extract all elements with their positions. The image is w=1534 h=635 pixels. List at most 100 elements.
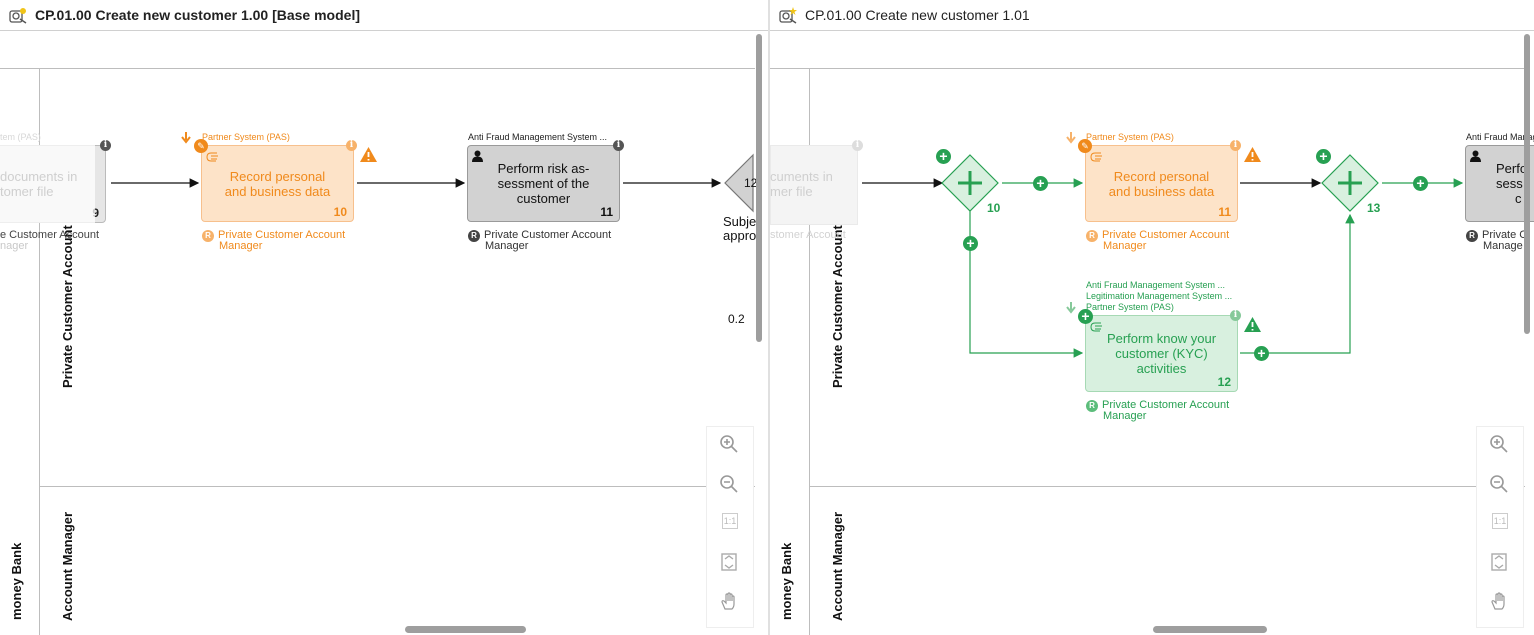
vertical-scrollbar[interactable] (756, 34, 762, 342)
task-number: 9 (92, 206, 99, 220)
gateway-label-line1: Subje (723, 214, 757, 229)
fade-overlay (0, 145, 95, 223)
added-marker-icon: + (1316, 149, 1331, 164)
download-arrow-icon (1066, 132, 1076, 144)
download-arrow-icon (181, 132, 191, 144)
vertical-scrollbar[interactable] (1524, 34, 1530, 334)
task-text-line1: cuments in (770, 169, 833, 184)
horizontal-scrollbar[interactable] (405, 626, 526, 633)
lane-separator (39, 486, 755, 487)
fit-page-icon[interactable] (1489, 552, 1509, 572)
zoom-in-icon[interactable] (719, 434, 739, 454)
info-icon[interactable]: i (346, 140, 357, 151)
task-system: tem (PAS) (0, 132, 41, 142)
role-line1: Private C (1482, 229, 1528, 241)
added-marker-icon: + (1254, 346, 1269, 361)
download-arrow-icon (1066, 302, 1076, 314)
task-system: Partner System (PAS) (1086, 132, 1174, 142)
task-text: Perform risk as-sessment of the customer (497, 161, 590, 206)
info-icon[interactable]: i (100, 140, 111, 151)
gateway-number: 12 (744, 176, 758, 190)
zoom-in-icon[interactable] (1489, 434, 1509, 454)
lane-header-border (39, 68, 40, 635)
sequence-flows (111, 153, 754, 213)
role-line2: Manager (219, 240, 263, 252)
role-line2: Manage (1483, 240, 1523, 252)
compare-model-panel: CP.01.00 Create new customer 1.01 money … (770, 0, 1534, 635)
info-icon[interactable]: i (852, 140, 863, 151)
task-partial[interactable] (770, 145, 858, 225)
info-icon[interactable]: i (613, 140, 624, 151)
task-text-line2: tomer file (0, 184, 54, 199)
lane-separator (809, 486, 1525, 487)
panel-divider[interactable] (768, 0, 770, 635)
task-record-personal-data[interactable]: Record personal and business data 11 (1085, 145, 1238, 222)
panel-header: CP.01.00 Create new customer 1.01 (770, 0, 1534, 31)
task-text: Record personal and business data (224, 168, 331, 199)
horizontal-scrollbar[interactable] (1153, 626, 1267, 633)
pool-top-border (770, 68, 1525, 69)
task-role: stomer Account (770, 229, 846, 241)
process-model-icon (9, 8, 27, 24)
task-text-line1: Perfo (1496, 161, 1528, 176)
gateway-number: 10 (987, 201, 1001, 215)
added-marker-icon: + (936, 149, 951, 164)
zoom-toolbar: 1:1 (706, 426, 754, 628)
zoom-out-icon[interactable] (719, 474, 739, 494)
process-model-icon (779, 7, 797, 24)
pool-top-border (0, 68, 755, 69)
task-text-line2: mer file (770, 184, 813, 199)
zoom-toolbar: 1:1 (1476, 426, 1524, 628)
manual-task-icon (206, 152, 218, 162)
task-number: 12 (1217, 375, 1231, 389)
hand-icon[interactable] (1489, 591, 1509, 611)
task-system-3: Partner System (PAS) (1086, 302, 1174, 312)
task-kyc-activities[interactable]: Perform know your customer (KYC) activit… (1085, 315, 1238, 392)
hand-icon[interactable] (719, 591, 739, 611)
role-line1: Private Customer Account (218, 229, 346, 241)
task-text-line1: documents in (0, 169, 78, 184)
warning-icon[interactable] (1243, 146, 1262, 163)
actual-size-button[interactable]: 1:1 (722, 513, 738, 529)
role-line1: Private Customer Account (1102, 229, 1230, 241)
role-line2: Manager (485, 240, 529, 252)
edit-icon[interactable]: ✎ (1078, 139, 1092, 153)
role-line2: Manager (1103, 240, 1147, 252)
added-marker-icon: + (1413, 176, 1428, 191)
gateway-number: 13 (1367, 201, 1381, 215)
panel-header: CP.01.00 Create new customer 1.00 [Base … (0, 0, 768, 31)
diagram-canvas[interactable]: money Bank Private Customer Account Mana… (0, 31, 768, 635)
task-record-personal-data[interactable]: Record personal and business data 10 (201, 145, 354, 222)
task-text-line3: c (1515, 191, 1522, 206)
task-number: 10 (333, 205, 347, 219)
info-icon[interactable]: i (1230, 140, 1241, 151)
actual-size-button[interactable]: 1:1 (1492, 513, 1508, 529)
zoom-out-icon[interactable] (1489, 474, 1509, 494)
task-text-line2: sess (1496, 176, 1523, 191)
added-marker-icon: + (1078, 309, 1093, 324)
warning-icon[interactable] (1243, 316, 1262, 333)
task-role-line2: nager (0, 240, 29, 252)
diagram-canvas[interactable]: money Bank Private Customer Account Mana… (770, 31, 1534, 635)
edit-icon[interactable]: ✎ (194, 139, 208, 153)
user-task-icon (1470, 150, 1481, 162)
user-task-icon (472, 150, 483, 162)
task-system-1: Anti Fraud Management System ... (1086, 280, 1226, 290)
warning-icon[interactable] (359, 146, 378, 163)
task-text: Record personal and business data (1108, 168, 1215, 199)
task-system: Anti Fraud Management System ... (1466, 132, 1534, 142)
panel-title: CP.01.00 Create new customer 1.00 [Base … (35, 7, 361, 23)
task-role-line1: e Customer Account (0, 229, 100, 241)
task-number: 11 (600, 205, 613, 219)
task-system-2: Legitimation Management System ... (1086, 291, 1233, 301)
info-icon[interactable]: i (1230, 310, 1241, 321)
lane-header-border (809, 68, 810, 635)
task-risk-assessment[interactable]: Perform risk as-sessment of the customer… (467, 145, 620, 222)
task-number: 11 (1218, 205, 1231, 219)
gateway-probability: 0.2 (728, 312, 745, 326)
fit-page-icon[interactable] (719, 552, 739, 572)
